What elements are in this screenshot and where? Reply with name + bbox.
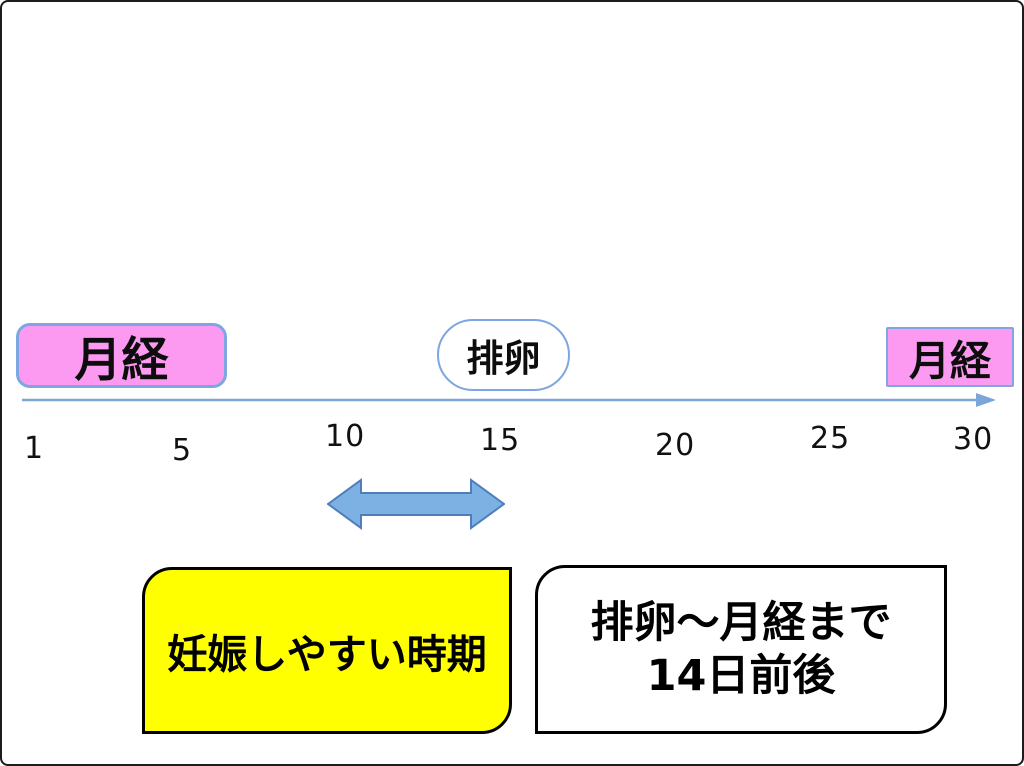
- tick-day-1: 1: [24, 431, 45, 466]
- tick-day-10: 10: [325, 419, 366, 454]
- tick-day-15: 15: [480, 423, 521, 458]
- menstruation-next-box: 月経: [886, 327, 1014, 387]
- timeline-axis-arrow: [22, 393, 996, 407]
- tick-day-20: 20: [655, 428, 696, 463]
- fertile-window-callout: 妊娠しやすい時期: [142, 567, 512, 734]
- luteal-phase-callout: 排卵～月経まで 14日前後: [535, 565, 947, 734]
- fertile-window-label: 妊娠しやすい時期: [167, 631, 487, 678]
- menstruation-start-label: 月経: [74, 333, 169, 388]
- ovulation-label: 排卵: [466, 337, 541, 380]
- tick-day-25: 25: [810, 421, 851, 456]
- timeline-arrowhead-icon: [976, 393, 996, 407]
- luteal-phase-line2: 14日前後: [646, 650, 836, 701]
- ovulation-oval: 排卵: [437, 319, 570, 391]
- menstruation-next-label: 月経: [909, 337, 991, 385]
- tick-day-30: 30: [953, 422, 994, 457]
- menstruation-start-box: 月経: [16, 323, 227, 388]
- fertile-window-double-arrow-icon: [327, 478, 505, 530]
- luteal-phase-line1: 排卵～月経まで: [590, 598, 892, 649]
- double-arrow-shape: [327, 478, 505, 530]
- tick-day-5: 5: [172, 433, 193, 468]
